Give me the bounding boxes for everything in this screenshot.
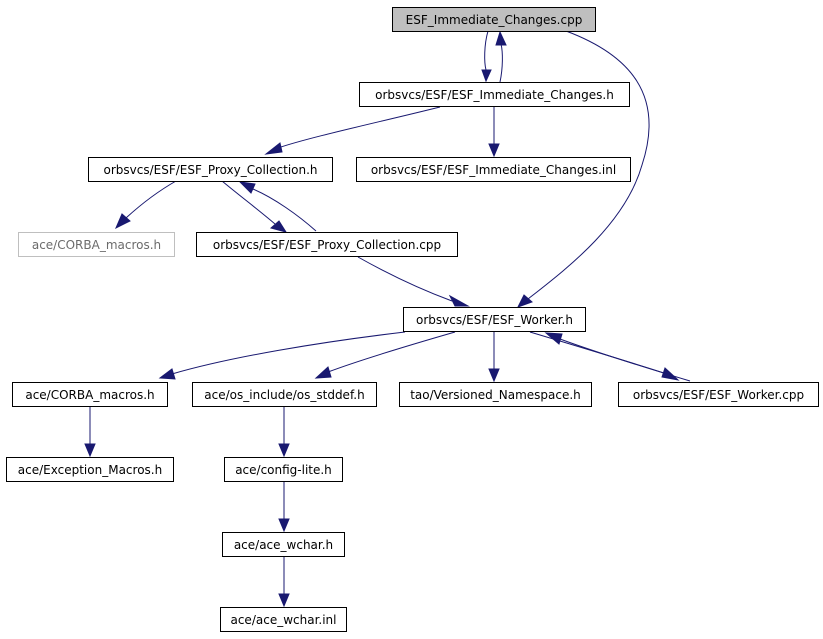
node-ace-wchar-inl[interactable]: ace/ace_wchar.inl [220,607,347,632]
node-versioned-namespace-h[interactable]: tao/Versioned_Namespace.h [399,382,592,407]
edge-worker-h-to-worker-cpp-arrowhead [661,367,680,381]
edge-cpp-to-immediate-changes-h [484,30,489,71]
edge-cpp-to-immediate-changes-h-arrowhead [481,69,492,83]
node-esf-immediate-changes-h[interactable]: orbsvcs/ESF/ESF_Immediate_Changes.h [359,82,630,107]
node-os-stddef-h[interactable]: ace/os_include/os_stddef.h [192,382,377,407]
edge-immediate-changes-h-to-cpp-arrowhead [495,30,507,46]
edge-proxy-collection-cpp-to-worker-h-arrowhead [448,294,470,307]
edge-immediate-changes-h-to-cpp [499,43,503,83]
edge-worker-h-to-os-stddef [327,331,456,373]
edge-os-stddef-to-config-lite-arrowhead [278,443,290,458]
edge-proxy-collection-cpp-to-worker-h [357,256,453,302]
node-esf-proxy-collection-cpp[interactable]: orbsvcs/ESF/ESF_Proxy_Collection.cpp [196,232,458,257]
node-ace-wchar-h[interactable]: ace/ace_wchar.h [222,532,345,557]
edge-proxy-collection-h-to-corba-macros-arrowhead [115,213,131,230]
edge-worker-h-to-versioned-namespace-arrowhead [488,368,500,383]
edge-proxy-collection-h-to-proxy-collection-cpp [221,180,276,225]
edge-proxy-collection-h-to-corba-macros [125,180,177,219]
edge-config-lite-to-ace-wchar-h-arrowhead [278,518,290,533]
edge-immediate-changes-h-to-proxy-collection-h-arrowhead [264,142,283,155]
node-exception-macros-h[interactable]: ace/Exception_Macros.h [6,457,174,482]
edge-worker-h-to-corba-macros [171,331,406,375]
edge-corba-macros-to-exception-macros-arrowhead [84,443,96,458]
node-esf-worker-h[interactable]: orbsvcs/ESF/ESF_Worker.h [403,307,586,332]
edge-immediate-changes-h-to-inl-arrowhead [488,143,500,158]
edge-proxy-collection-h-to-proxy-collection-cpp-arrowhead [269,220,288,233]
edge-proxy-collection-cpp-to-proxy-collection-h [252,188,317,232]
node-esf-proxy-collection-h[interactable]: orbsvcs/ESF/ESF_Proxy_Collection.h [88,157,333,182]
edge-ace-wchar-h-to-ace-wchar-inl-arrowhead [278,593,290,608]
edge-proxy-collection-cpp-to-proxy-collection-h-arrowhead [238,181,256,194]
node-esf-immediate-changes-inl[interactable]: orbsvcs/ESF/ESF_Immediate_Changes.inl [356,157,631,182]
edge-worker-cpp-to-worker-h-arrowhead [544,332,563,345]
node-corba-macros[interactable]: ace/CORBA_macros.h [12,382,168,407]
edge-worker-h-to-os-stddef-arrowhead [314,366,332,379]
edge-immediate-changes-h-to-proxy-collection-h [277,106,441,149]
edge-cpp-to-worker-h-arrowhead [516,294,533,308]
node-esf-immediate-changes-cpp: ESF_Immediate_Changes.cpp [392,7,596,32]
edge-cpp-to-worker-h [527,30,650,300]
edge-worker-cpp-to-worker-h [559,338,691,382]
edge-worker-h-to-corba-macros-arrowhead [158,368,176,380]
node-corba-macros-missing: ace/CORBA_macros.h [18,232,175,257]
node-config-lite-h[interactable]: ace/config-lite.h [224,457,343,482]
node-esf-worker-cpp[interactable]: orbsvcs/ESF/ESF_Worker.cpp [618,382,819,407]
